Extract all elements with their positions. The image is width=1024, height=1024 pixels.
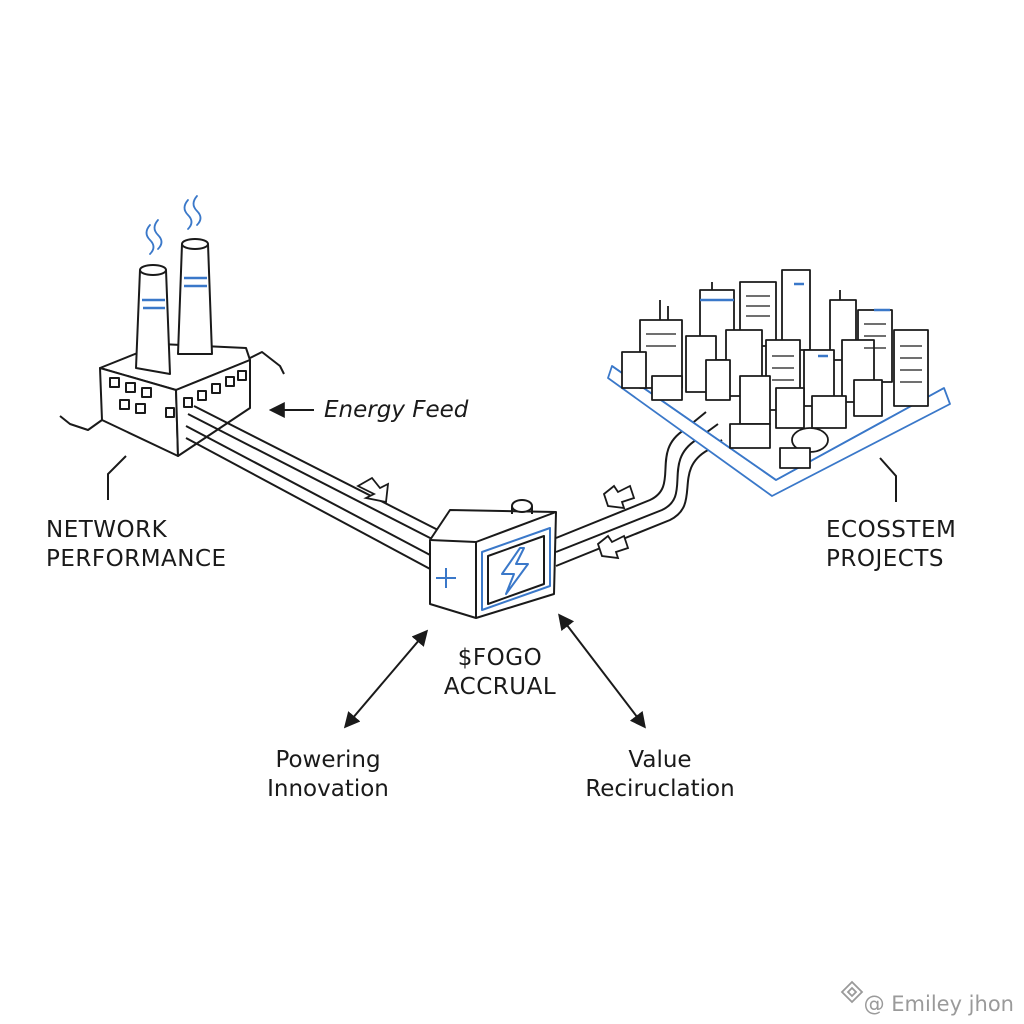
steam-icon bbox=[145, 195, 202, 255]
diamond-logo-icon bbox=[840, 980, 864, 1004]
value-recirculation-arrow bbox=[558, 613, 646, 729]
value-recirculation-line-1: Value bbox=[628, 747, 692, 773]
flow-arrow-top-pipe bbox=[602, 484, 636, 510]
factory-icon bbox=[59, 195, 285, 457]
ecosystem-projects-line-1: ECOSSTEM bbox=[826, 517, 957, 543]
ecosystem-projects-label: ECOSSTEM PROJECTS bbox=[826, 516, 956, 574]
city-icon bbox=[607, 269, 951, 497]
network-performance-line-1: NETWORK bbox=[46, 517, 168, 543]
callout-line-ecosystem bbox=[879, 457, 897, 502]
powering-innovation-line-2: Innovation bbox=[267, 776, 389, 802]
network-performance-label: NETWORK PERFORMANCE bbox=[46, 516, 227, 574]
fogo-accrual-line-1: $FOGO bbox=[457, 645, 543, 671]
ecosystem-projects-line-2: PROJECTS bbox=[826, 546, 944, 572]
battery-icon bbox=[429, 499, 557, 619]
flow-arrow-left-pipe bbox=[356, 476, 390, 504]
fogo-accrual-line-2: ACCRUAL bbox=[443, 674, 557, 700]
powering-innovation-line-1: Powering bbox=[275, 747, 381, 773]
network-performance-line-2: PERFORMANCE bbox=[46, 546, 227, 572]
callout-line-network bbox=[107, 455, 127, 500]
flow-arrow-bottom-pipe bbox=[596, 534, 630, 560]
recirculation-pipe bbox=[555, 411, 723, 567]
powering-innovation-arrow bbox=[343, 629, 429, 729]
energy-feed-label: Energy Feed bbox=[324, 397, 469, 423]
watermark-text: @ Emiley jhon bbox=[863, 992, 1014, 1016]
value-recirculation-label: Value Reciruclation bbox=[576, 746, 744, 804]
fogo-accrual-label: $FOGO ACCRUAL bbox=[432, 644, 568, 702]
powering-innovation-label: Powering Innovation bbox=[258, 746, 398, 804]
energy-pipe bbox=[185, 405, 439, 571]
lightning-bolt-icon bbox=[501, 547, 529, 595]
value-recirculation-line-2: Reciruclation bbox=[585, 776, 735, 802]
